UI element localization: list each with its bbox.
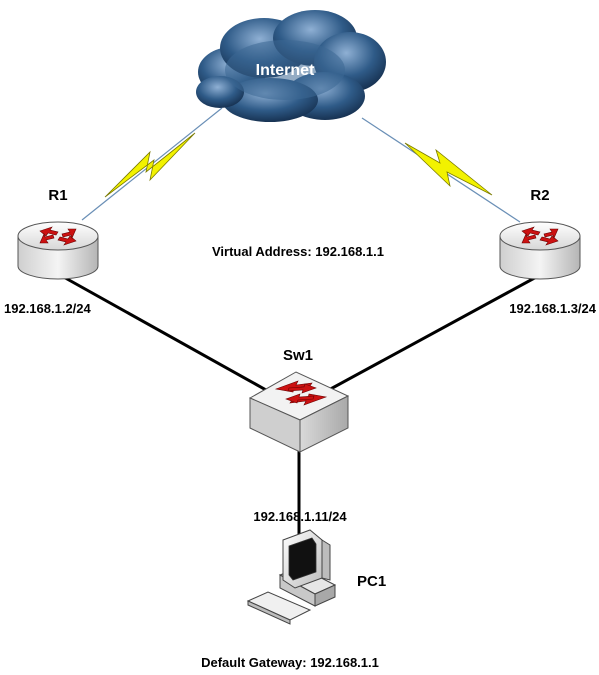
router-r2: R2 192.168.1.3/24 [499, 187, 597, 316]
pc-pc1: PC1 192.168.1.11/24 [246, 509, 386, 625]
cloud-label: Internet [256, 62, 315, 79]
lan-links [59, 273, 541, 540]
router-r1-label: R1 [48, 187, 67, 204]
link-r2-sw1 [324, 273, 541, 394]
pc-icon [246, 529, 337, 625]
wan-links [81, 107, 521, 223]
router-icon [499, 221, 581, 280]
switch-sw1-label: Sw1 [283, 347, 313, 364]
router-r2-ip: 192.168.1.3/24 [509, 301, 597, 316]
router-r1-ip: 192.168.1.2/24 [4, 301, 92, 316]
lightning-bolt-left-icon [104, 132, 196, 198]
pc-pc1-label: PC1 [357, 573, 386, 590]
router-r2-label: R2 [530, 187, 549, 204]
virtual-address-label: Virtual Address: 192.168.1.1 [212, 244, 384, 259]
link-r1-sw1 [59, 273, 276, 397]
router-icon [17, 221, 99, 280]
default-gateway-label: Default Gateway: 192.168.1.1 [201, 655, 379, 670]
switch-sw1: Sw1 [248, 347, 350, 453]
internet-cloud: Internet [196, 10, 386, 122]
pc-pc1-ip: 192.168.1.11/24 [253, 509, 347, 524]
lightning-bolt-right-icon [404, 142, 493, 196]
cloud-icon [196, 10, 386, 122]
switch-icon [248, 371, 350, 453]
router-r1: R1 192.168.1.2/24 [4, 187, 99, 316]
